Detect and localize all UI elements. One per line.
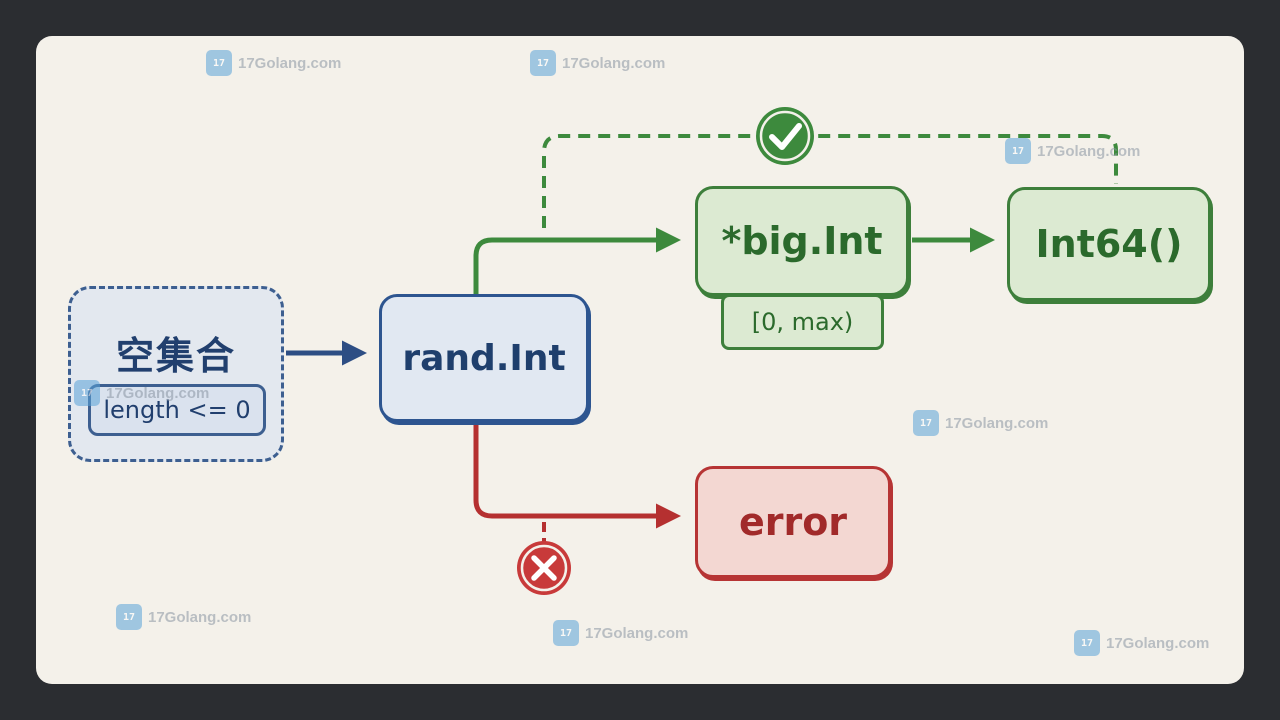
watermark: 17 17Golang.com bbox=[913, 409, 1048, 437]
connectors bbox=[286, 107, 1118, 595]
check-icon bbox=[756, 107, 814, 165]
watermark-logo-icon: 17 bbox=[913, 410, 939, 436]
watermark-text: 17Golang.com bbox=[148, 608, 252, 626]
watermark-text: 17Golang.com bbox=[238, 54, 342, 72]
watermark: 17 17Golang.com bbox=[553, 619, 688, 647]
watermark-text: 17Golang.com bbox=[106, 384, 210, 402]
edge-rand-to-bigint bbox=[473, 227, 681, 294]
watermark: 17 17Golang.com bbox=[530, 49, 665, 77]
edge-dashed-success bbox=[542, 134, 1118, 228]
node-int64: Int64() bbox=[1007, 187, 1211, 301]
watermark: 17 17Golang.com bbox=[1074, 629, 1209, 657]
watermark-logo-icon: 17 bbox=[553, 620, 579, 646]
watermark: 17 17Golang.com bbox=[206, 49, 341, 77]
watermark-logo-icon: 17 bbox=[1005, 138, 1031, 164]
edge-rand-to-error bbox=[473, 424, 681, 529]
watermark: 17 17Golang.com bbox=[74, 379, 209, 407]
watermark-logo-icon: 17 bbox=[74, 380, 100, 406]
big-int-range: [0, max) bbox=[721, 294, 884, 350]
watermark-logo-icon: 17 bbox=[1074, 630, 1100, 656]
cross-icon bbox=[517, 541, 571, 595]
watermark-logo-icon: 17 bbox=[116, 604, 142, 630]
empty-set-title: 空集合 bbox=[115, 334, 236, 378]
watermark-text: 17Golang.com bbox=[1037, 142, 1141, 160]
watermark-logo-icon: 17 bbox=[530, 50, 556, 76]
watermark-text: 17Golang.com bbox=[1106, 634, 1210, 652]
node-rand-int: rand.Int bbox=[379, 294, 589, 422]
watermark: 17 17Golang.com bbox=[1005, 137, 1140, 165]
watermark-text: 17Golang.com bbox=[945, 414, 1049, 432]
node-big-int: *big.Int bbox=[695, 186, 909, 296]
watermark-text: 17Golang.com bbox=[562, 54, 666, 72]
node-error: error bbox=[695, 466, 891, 578]
empty-set-condition: length <= 0 bbox=[88, 384, 266, 436]
watermark-text: 17Golang.com bbox=[585, 624, 689, 642]
watermark: 17 17Golang.com bbox=[116, 603, 251, 631]
watermark-logo-icon: 17 bbox=[206, 50, 232, 76]
diagram-canvas: 空集合 length <= 0 rand.Int *big.Int [0, ma… bbox=[36, 36, 1244, 684]
